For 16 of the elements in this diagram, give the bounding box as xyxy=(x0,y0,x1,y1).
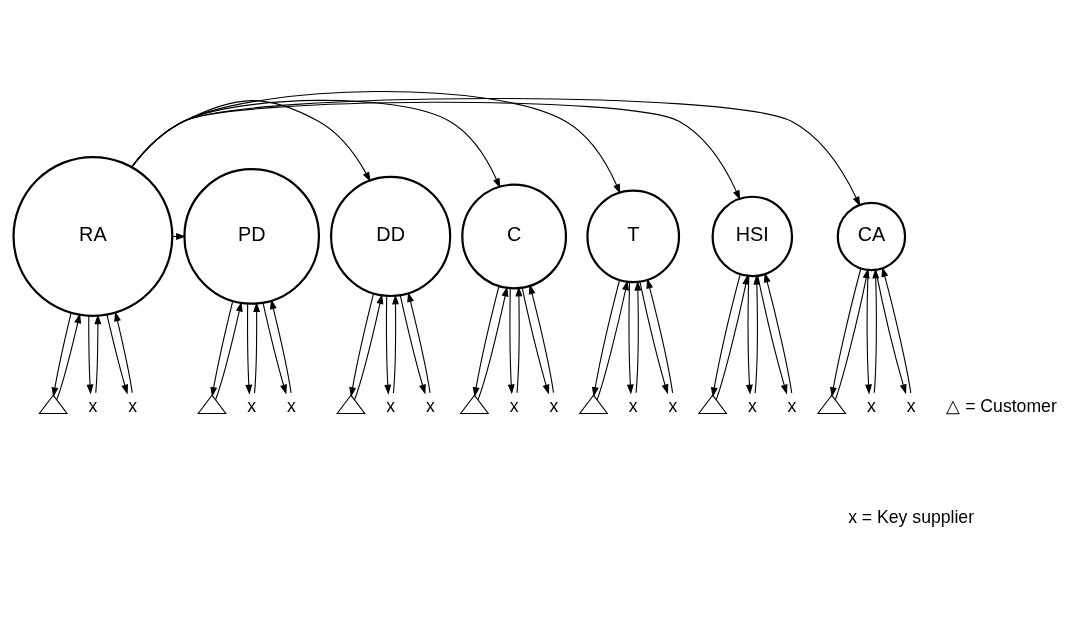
node-text: x xyxy=(286,395,296,416)
node-text: x xyxy=(128,395,138,416)
node-text: x xyxy=(549,395,559,416)
node-text: x xyxy=(509,395,519,416)
label: x = Key supplier xyxy=(848,506,975,527)
node-text: x xyxy=(787,395,797,416)
node-text: x xyxy=(88,395,98,416)
label: △ = Customer xyxy=(946,395,1057,416)
node-text: x xyxy=(906,395,916,416)
node-text: x xyxy=(668,395,678,416)
node-text: x xyxy=(386,395,396,416)
node-text: x xyxy=(425,395,435,416)
node-text: x xyxy=(867,395,876,416)
node-text: x xyxy=(628,395,638,416)
node-text: x xyxy=(747,395,757,416)
node-text: x xyxy=(247,395,257,416)
